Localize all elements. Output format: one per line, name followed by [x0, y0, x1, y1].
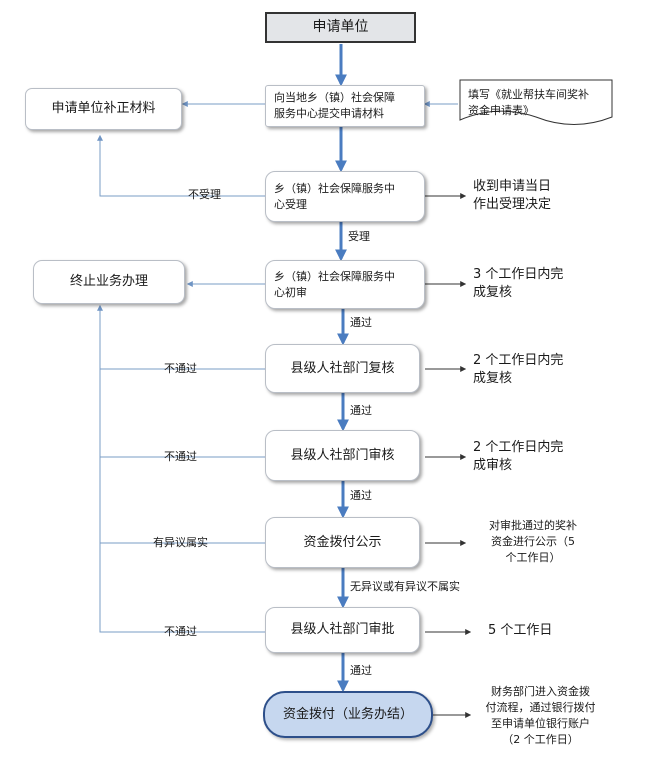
node-applicant-unit: 申请单位 — [265, 12, 416, 43]
label-passed-3: 通过 — [350, 489, 372, 502]
label-not-passed-1: 不通过 — [164, 362, 197, 375]
node-county-recheck: 县级人社部门复核 — [265, 344, 420, 393]
label-passed-4: 通过 — [350, 664, 372, 677]
node-initial-review: 乡（镇）社会保障服务中 心初审 — [265, 260, 425, 309]
line-not-accepted-back — [97, 134, 265, 197]
note-review: 2 个工作日内完 成审核 — [473, 440, 564, 474]
node-publicity: 资金拨付公示 — [265, 517, 420, 568]
label-passed-2: 通过 — [350, 404, 372, 417]
note-disburse: 财务部门进入资金拨 付流程，通过银行拨付 至申请单位银行账户 （2 个工作日） — [485, 685, 596, 746]
node-supplement-materials: 申请单位补正材料 — [25, 88, 182, 130]
node-terminate: 终止业务办理 — [33, 260, 185, 304]
label-objection-true: 有异议属实 — [153, 536, 208, 549]
label-not-accepted: 不受理 — [188, 188, 221, 201]
node-submit-materials: 向当地乡（镇）社会保障 服务中心提交申请材料 — [265, 85, 425, 127]
note-initial: 3 个工作日内完 成复核 — [473, 267, 564, 301]
note-recheck: 2 个工作日内完 成复核 — [473, 353, 564, 387]
node-accept: 乡（镇）社会保障服务中 心受理 — [265, 171, 425, 222]
node-disburse-complete: 资金拨付（业务办结） — [263, 691, 433, 738]
form-document-shape — [459, 79, 613, 125]
label-passed-1: 通过 — [350, 316, 372, 329]
node-fill-form: 填写《就业帮扶车间奖补 资金申请表》 — [468, 88, 589, 117]
label-accepted: 受理 — [348, 230, 370, 243]
node-county-review: 县级人社部门审核 — [265, 430, 420, 481]
node-county-approve: 县级人社部门审批 — [265, 607, 420, 653]
label-not-passed-3: 不通过 — [164, 625, 197, 638]
note-accept: 收到申请当日 作出受理决定 — [473, 179, 552, 213]
label-no-objection: 无异议或有异议不属实 — [350, 580, 460, 593]
line-approve-fail — [97, 304, 265, 633]
note-approve: 5 个工作日 — [488, 623, 553, 638]
note-publicity: 对审批通过的奖补 资金进行公示（5 个工作日） — [489, 519, 577, 564]
label-not-passed-2: 不通过 — [164, 450, 197, 463]
